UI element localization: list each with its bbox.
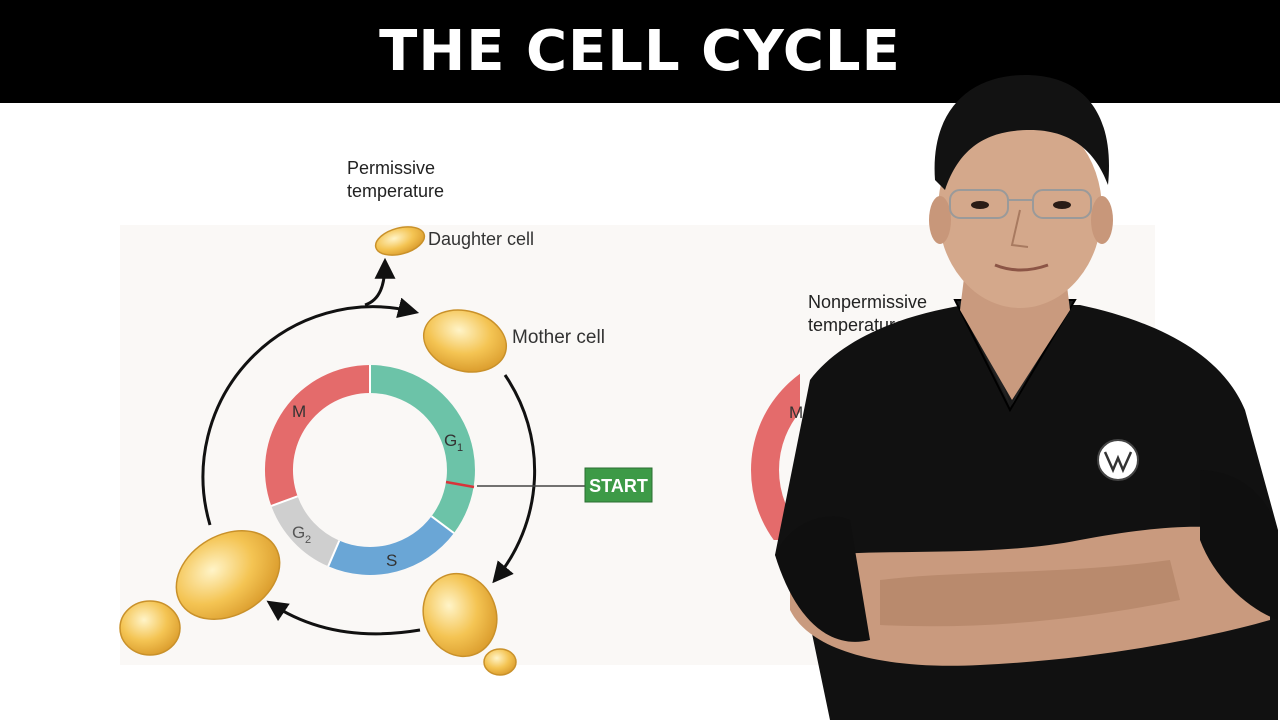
phase-s-segment bbox=[328, 516, 454, 575]
cycle-arrow-right bbox=[492, 374, 537, 584]
budding-cell-small bbox=[422, 572, 517, 676]
cycle-arrow-bottom bbox=[266, 600, 421, 636]
cycle-arrow-top bbox=[201, 297, 420, 526]
phase-g1-label: G bbox=[444, 431, 457, 450]
phase-m-label: M bbox=[292, 402, 306, 421]
permissive-label-line1: Permissive bbox=[347, 158, 435, 178]
mother-cell bbox=[422, 309, 508, 373]
presenter-person bbox=[775, 75, 1278, 720]
permissive-label-line2: temperature bbox=[347, 181, 444, 201]
start-box bbox=[584, 467, 653, 503]
page-title: THE CELL CYCLE bbox=[379, 19, 901, 84]
phase-g2-label: G bbox=[292, 523, 305, 542]
title-bar: THE CELL CYCLE bbox=[0, 0, 1280, 103]
daughter-cell-label: Daughter cell bbox=[428, 229, 534, 249]
nonpermissive-label-line1: Nonpermissive bbox=[808, 292, 927, 312]
mother-cell-label: Mother cell bbox=[512, 327, 605, 348]
cycle-ring bbox=[264, 365, 475, 575]
daughter-cell bbox=[374, 226, 426, 256]
daughter-arrow bbox=[364, 257, 396, 307]
phase-m-segment bbox=[264, 365, 370, 506]
nonpermissive-ring-partial: M bbox=[751, 373, 803, 540]
nonpermissive-phase-m-label: M bbox=[789, 403, 803, 422]
phase-g2-segment bbox=[271, 496, 340, 567]
start-marker bbox=[445, 480, 475, 489]
phase-g1-subscript: 1 bbox=[457, 442, 463, 454]
start-label: START bbox=[589, 476, 648, 496]
phase-g1-segment bbox=[370, 365, 475, 534]
budding-cell-large bbox=[119, 530, 281, 656]
phase-s-label: S bbox=[386, 551, 397, 570]
phase-g2-subscript: 2 bbox=[305, 534, 311, 546]
